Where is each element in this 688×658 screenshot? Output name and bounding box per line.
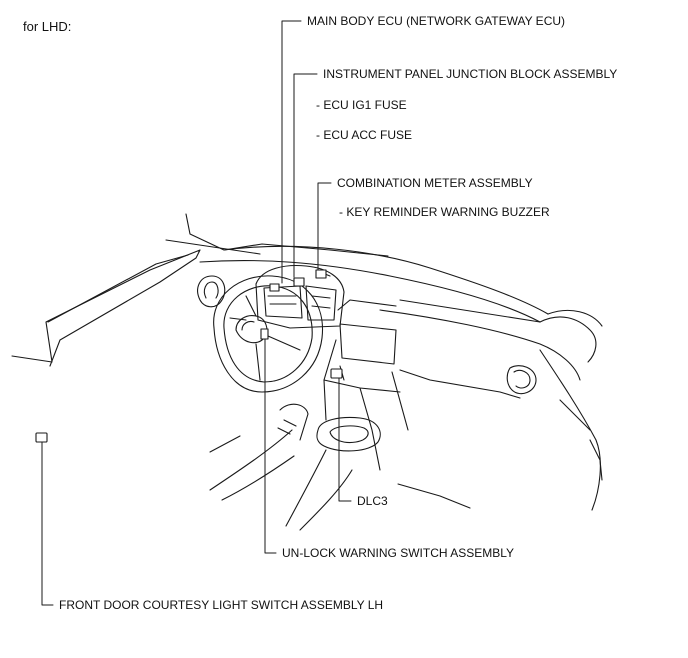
gear-shifter [277, 403, 381, 452]
variant-label: for LHD: [23, 19, 72, 34]
leader-dlc3 [338, 377, 352, 502]
center-console [323, 299, 401, 471]
label-combination-meter: COMBINATION METER ASSEMBLY [337, 176, 533, 190]
leader-junction-block [293, 73, 318, 278]
combination-meter-component [315, 269, 327, 279]
instrument-cluster [255, 264, 345, 329]
left-side-panel [11, 213, 389, 367]
component-markers [35, 269, 343, 443]
dashboard-top [199, 245, 603, 381]
floor-lines [209, 429, 471, 531]
label-main-body-ecu: MAIN BODY ECU (NETWORK GATEWAY ECU) [307, 14, 566, 28]
leader-main-body-ecu [281, 20, 302, 284]
label-dlc3: DLC3 [357, 494, 388, 508]
leader-combination-meter [317, 182, 332, 271]
label-unlock-warning-switch: UN-LOCK WARNING SWITCH ASSEMBLY [282, 546, 515, 560]
leader-front-door-switch [41, 441, 54, 606]
label-ecu-ig1-fuse: - ECU IG1 FUSE [316, 98, 407, 112]
leader-lines [41, 20, 352, 606]
leader-unlock-warning-switch [264, 338, 277, 554]
front-door-switch-component [35, 432, 48, 443]
label-key-reminder-buzzer: - KEY REMINDER WARNING BUZZER [339, 205, 550, 219]
left-vent [197, 275, 226, 308]
label-junction-block: INSTRUMENT PANEL JUNCTION BLOCK ASSEMBLY [323, 67, 618, 81]
dlc3-component [330, 368, 343, 379]
junction-block-component [293, 277, 305, 287]
unlock-warning-switch-component [260, 328, 269, 340]
steering-wheel [213, 275, 324, 393]
label-front-door-switch: FRONT DOOR COURTESY LIGHT SWITCH ASSEMBL… [59, 598, 384, 612]
label-ecu-acc-fuse: - ECU ACC FUSE [316, 128, 413, 142]
right-dash [391, 349, 603, 511]
main-body-ecu-component [269, 283, 280, 292]
